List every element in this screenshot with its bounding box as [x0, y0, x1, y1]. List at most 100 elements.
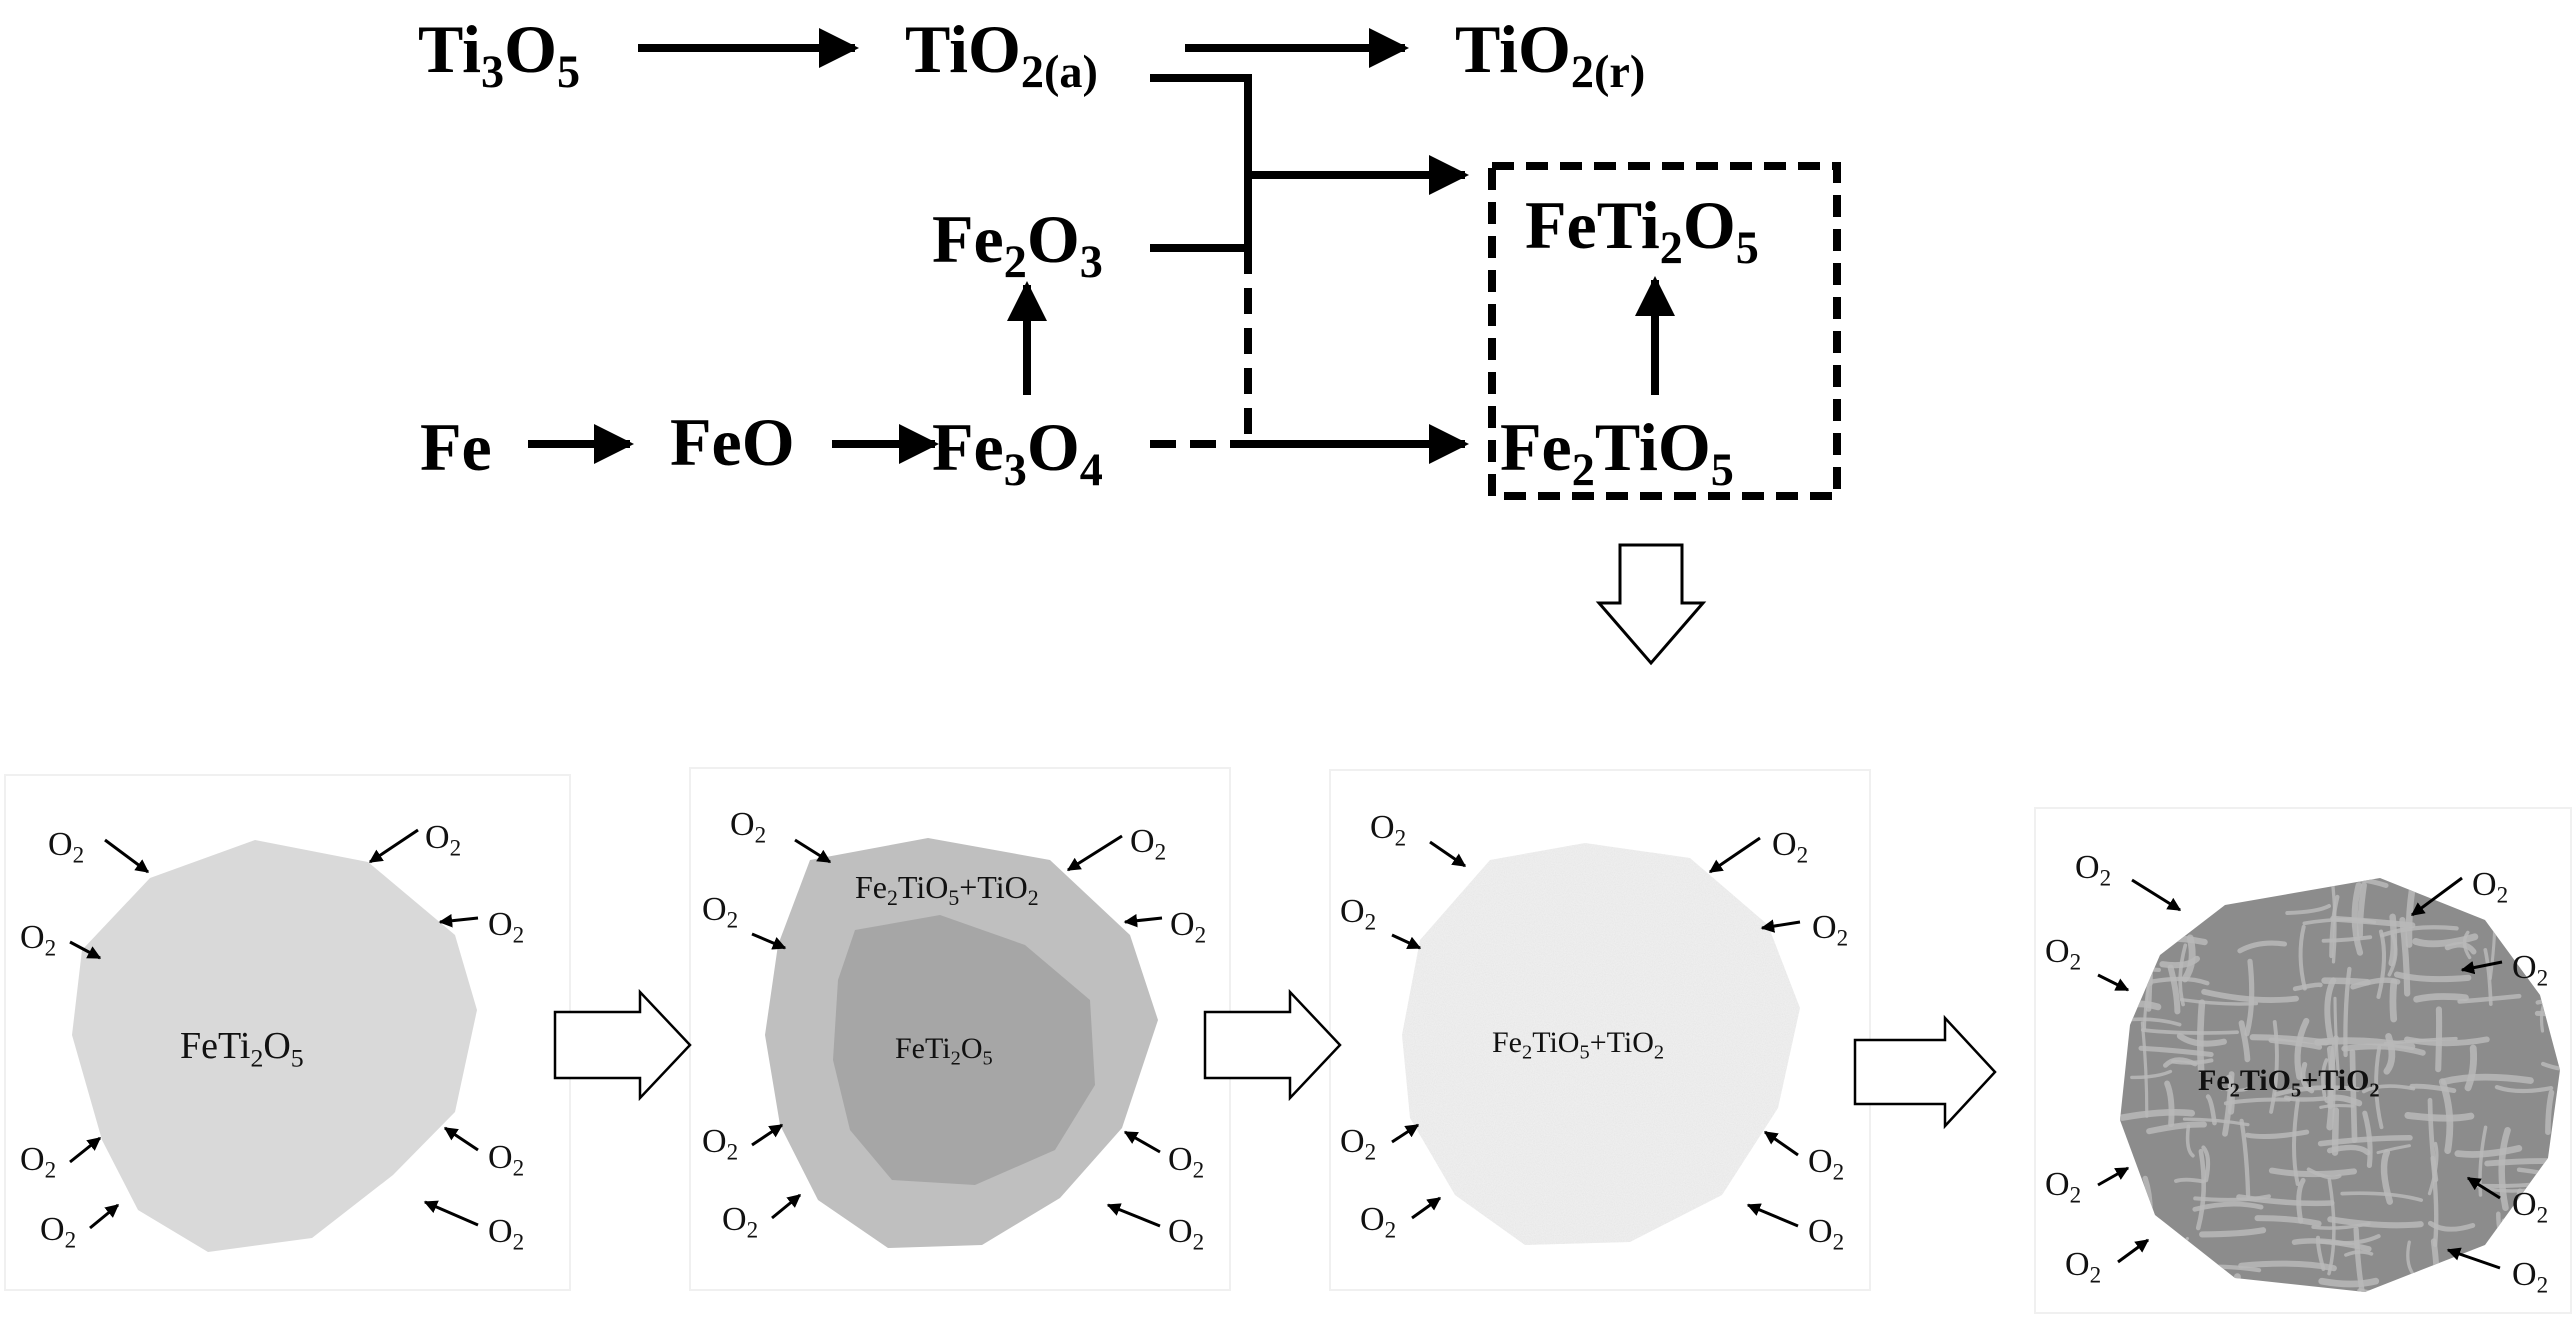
- oxygen-flow-arrow: [2131, 878, 2182, 912]
- lamella-stroke: [2326, 1144, 2371, 1156]
- lamella-stroke: [2321, 935, 2373, 943]
- lamella-stroke: [2283, 1095, 2327, 1102]
- lamella-stroke: [2195, 1148, 2207, 1231]
- lamella-stroke: [2223, 1097, 2291, 1106]
- oxygen-label: O2: [2075, 849, 2111, 891]
- lamella-stroke: [2130, 1069, 2173, 1080]
- panel-2-outer-label: Fe2TiO5+TiO2: [855, 869, 1039, 910]
- lamella-stroke: [2376, 929, 2387, 999]
- block-arrow-down: [1595, 543, 1707, 666]
- lamella-stroke: [2440, 1073, 2534, 1085]
- formula-fe3o4: Fe3O4: [932, 409, 1103, 495]
- oxygen-flow-arrow: [2460, 960, 2503, 975]
- oxygen-flow-arrow: [423, 1200, 479, 1227]
- lamella-stroke: [2238, 1020, 2251, 1063]
- lamella-stroke: [2430, 1155, 2439, 1248]
- lamella-stroke: [2193, 1194, 2271, 1202]
- lamella-stroke: [2182, 1117, 2250, 1127]
- oxygen-flow-arrow: [771, 1193, 802, 1220]
- lamella-stroke: [2321, 1058, 2329, 1098]
- lamella-stroke: [2412, 933, 2479, 948]
- lamella-stroke: [2399, 917, 2411, 997]
- lamella-stroke: [2351, 882, 2364, 956]
- lamella-stroke: [2379, 925, 2459, 938]
- lamella-stroke: [2327, 1216, 2424, 1229]
- panel-2: Fe2TiO5+TiO2 FeTi2O5: [689, 767, 1231, 1291]
- lamella-stroke: [2238, 1260, 2337, 1272]
- lamella-stroke: [2129, 1017, 2182, 1027]
- oxygen-label: O2: [48, 826, 84, 868]
- lamella-stroke: [2404, 1036, 2490, 1047]
- lamella-stroke: [2167, 964, 2181, 1015]
- oxygen-label: O2: [730, 806, 766, 848]
- lamella-stroke: [2541, 1061, 2560, 1072]
- lamella-stroke: [2296, 1177, 2306, 1224]
- lamella-stroke: [2285, 904, 2331, 915]
- lamella-stroke: [2435, 1006, 2443, 1073]
- lamella-stroke: [2333, 996, 2340, 1072]
- lamella-stroke: [2268, 1167, 2357, 1178]
- lamella-stroke: [2140, 1021, 2149, 1118]
- lamella-stroke: [2294, 1017, 2310, 1080]
- lamella-stroke: [2164, 1080, 2175, 1128]
- lamella-stroke: [2314, 1037, 2416, 1051]
- lamella-stroke: [2357, 882, 2367, 939]
- lamella-stroke: [2494, 1085, 2554, 1094]
- panel-2-inner-label: FeTi2O5: [895, 1032, 993, 1070]
- oxygen-label: O2: [1168, 1141, 1204, 1183]
- lamella-stroke: [2534, 1010, 2560, 1019]
- oxygen-flow-arrow: [1708, 836, 1761, 874]
- lamella-stroke: [2291, 1238, 2372, 1252]
- lamella-stroke: [2201, 1145, 2211, 1183]
- panel-1-label: FeTi2O5: [180, 1025, 304, 1072]
- lamella-stroke: [2361, 1084, 2416, 1094]
- formula-fe: Fe: [420, 409, 492, 485]
- oxygen-flow-arrow: [1429, 840, 1467, 868]
- lamella-stroke: [2380, 1149, 2394, 1205]
- oxygen-label: O2: [425, 819, 461, 861]
- formula-feti2o5: FeTi2O5: [1525, 187, 1759, 273]
- lamella-stroke: [2181, 934, 2196, 983]
- oxygen-flow-arrow: [1391, 933, 1422, 950]
- lamella-stroke: [2387, 933, 2398, 977]
- formula-feo: FeO: [670, 404, 795, 480]
- oxygen-flow-arrow: [1760, 919, 1801, 933]
- panel-4: Fe2TiO5+TiO2: [2034, 807, 2572, 1314]
- lamella-stroke: [2268, 1037, 2323, 1050]
- lamella-stroke: [2245, 1129, 2310, 1140]
- oxygen-flow-arrow: [69, 1136, 102, 1164]
- lamella-stroke: [2329, 894, 2340, 959]
- oxygen-label: O2: [722, 1201, 758, 1243]
- oxygen-flow-arrow: [368, 828, 419, 864]
- oxygen-flow-arrow: [2097, 1166, 2130, 1187]
- oxygen-label: O2: [1360, 1201, 1396, 1243]
- oxygen-label: O2: [488, 1139, 524, 1181]
- oxygen-flow-arrow: [1746, 1203, 1799, 1228]
- oxygen-flow-arrow: [89, 1203, 120, 1230]
- lamella-stroke: [2199, 1227, 2267, 1238]
- formula-fe2tio5: Fe2TiO5: [1500, 409, 1734, 495]
- particle-grain-texture: [1402, 843, 1800, 1245]
- oxygen-flow-arrow: [438, 914, 479, 928]
- oxygen-flow-arrow: [1763, 1130, 1799, 1157]
- oxygen-label: O2: [2472, 866, 2508, 908]
- lamella-stroke: [2239, 1118, 2251, 1198]
- oxygen-flow-arrow: [104, 838, 150, 874]
- reaction-scheme: Ti3O5 TiO2(a) TiO2(r) Fe2O3 FeTi2O5 Fe F…: [418, 11, 1841, 666]
- oxygen-flow-arrow: [1123, 1130, 1161, 1154]
- lamella-stroke: [2192, 1201, 2264, 1212]
- oxygen-label: O2: [1772, 826, 1808, 868]
- oxygen-flow-arrow: [794, 838, 832, 864]
- oxygen-flow-arrow: [2097, 973, 2130, 992]
- formula-ti3o5: Ti3O5: [418, 11, 580, 97]
- oxygen-label: O2: [20, 919, 56, 961]
- oxygen-flow-arrow: [1391, 1123, 1420, 1144]
- lamella-stroke: [2324, 977, 2337, 1044]
- lamella-stroke: [2220, 1086, 2250, 1092]
- oxygen-flow-arrow: [751, 1123, 784, 1147]
- bracket-tio2a: [1150, 74, 1252, 248]
- lamella-stroke: [2427, 1141, 2439, 1196]
